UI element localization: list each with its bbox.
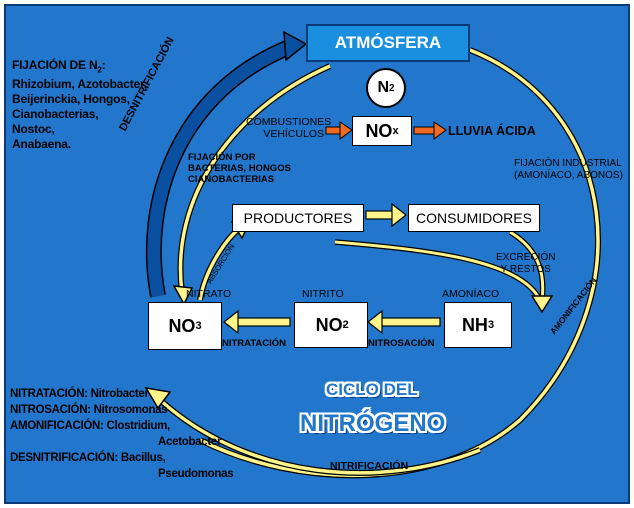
consumidores-box: CONSUMIDORES bbox=[408, 204, 540, 232]
title-line-1: CICLO DEL bbox=[326, 380, 418, 399]
amoniaco-label: AMONÍACO bbox=[442, 288, 500, 300]
fijacion-por-label: FIJACIÓN POR BACTERIAS, HONGOS CIANOBACT… bbox=[188, 152, 291, 185]
lluvia-acida-label: LLUVIA ÁCIDA bbox=[448, 124, 536, 138]
nitrosacion-label: NITROSACIÓN bbox=[368, 338, 435, 349]
fixation-organism: Rhizobium, Azotobacter, bbox=[12, 77, 147, 92]
nitratacion-label: NITRATACIÓN bbox=[222, 338, 287, 349]
fixation-organism: Cianobacterias, bbox=[12, 107, 99, 122]
fixation-organism: Beijerinckia, Hongos, bbox=[12, 92, 130, 107]
organism-row: Acetobacter bbox=[158, 436, 222, 448]
nitrificacion-arrow-head bbox=[144, 386, 172, 410]
title-line-2: NITRÓGENO bbox=[300, 410, 446, 437]
organism-row: DESNITRIFICACIÓN: Bacillus, bbox=[10, 452, 166, 464]
atmosfera-box: ATMÓSFERA bbox=[306, 24, 470, 62]
nitrosacion-arrow bbox=[379, 317, 441, 327]
fixation-organism: Nostoc, bbox=[12, 122, 55, 137]
productores-box: PRODUCTORES bbox=[232, 204, 364, 232]
productores-consumidores-arrow bbox=[365, 210, 395, 220]
organism-row: NITRATACIÓN: Nitrobacter bbox=[10, 388, 149, 400]
fixation-organism: Anabaena. bbox=[12, 137, 71, 152]
nitrato-label: NITRATO bbox=[186, 288, 232, 300]
nitrificacion-label: NITRIFICACIÓN bbox=[330, 460, 409, 472]
organism-row: AMONIFICACIÓN: Clostridium, bbox=[10, 420, 170, 432]
fixation-heading: FIJACIÓN DE N2: bbox=[12, 58, 106, 75]
fixation-list: FIJACIÓN DE N2: Rhizobium, Azotobacter, … bbox=[12, 58, 147, 152]
organism-row: NITROSACIÓN: Nitrosomonas bbox=[10, 404, 168, 416]
organisms-list: NITRATACIÓN: Nitrobacter NITROSACIÓN: Ni… bbox=[10, 386, 234, 482]
desnitrificacion-arrow-head bbox=[283, 30, 308, 62]
nitrito-label: NITRITO bbox=[302, 288, 344, 300]
nitratacion-arrow bbox=[235, 317, 291, 327]
diagram-background bbox=[4, 4, 630, 504]
fijacion-industrial-label: FIJACIÓN INDUSTRIAL (AMONÍACO, ABONOS) bbox=[514, 158, 623, 181]
lluvia-acida-arrow bbox=[413, 126, 437, 135]
combustiones-label: COMBUSTIONES VEHÍCULOS bbox=[246, 116, 332, 140]
organism-row: Pseudomonas bbox=[158, 468, 234, 480]
excrecion-label: EXCRECIÓN Y RESTOS bbox=[496, 252, 556, 275]
